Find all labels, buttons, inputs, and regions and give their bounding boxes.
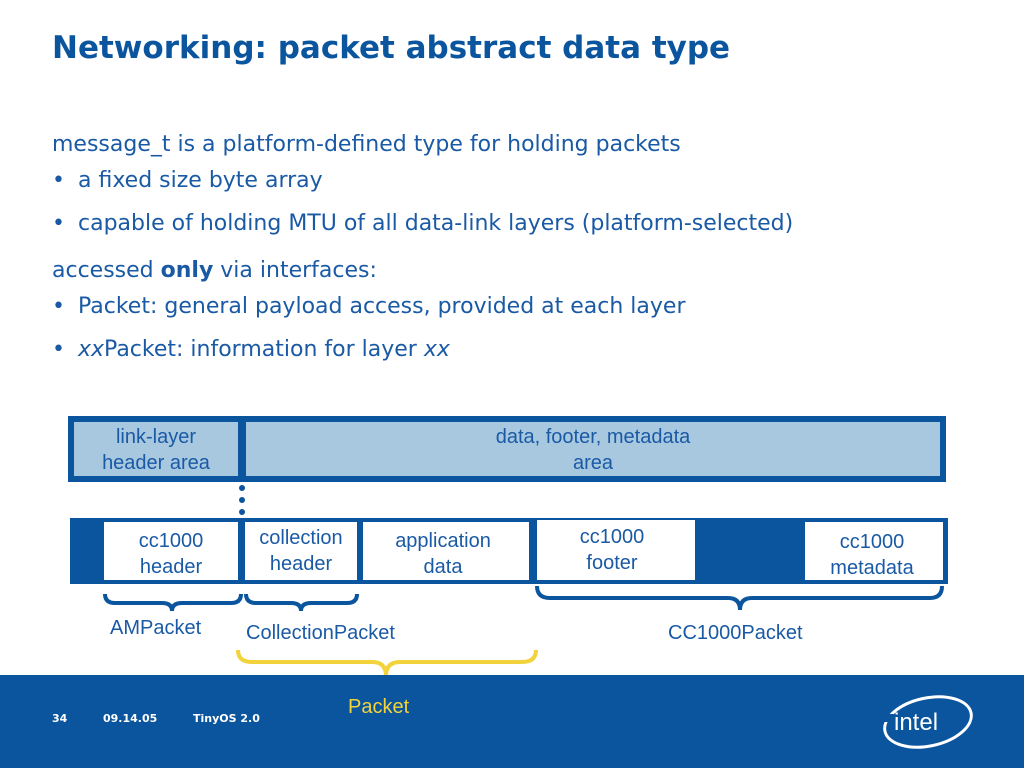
am-packet-label: AMPacket (110, 617, 202, 639)
bullet-italic-prefix: xx (78, 337, 105, 362)
label-line: collection (259, 527, 343, 549)
label-line: data (423, 556, 463, 578)
bullet-item: • a fixed size byte array (52, 166, 992, 196)
label-line: area (572, 452, 614, 474)
access-line-pre: accessed (52, 258, 161, 283)
label-line: footer (586, 552, 638, 574)
footer-date: 09.14.05 (103, 712, 158, 725)
collection-brace (244, 593, 359, 612)
access-line: accessed only via interfaces: (52, 256, 992, 286)
bullet-dot: • (52, 337, 65, 362)
bullet-text: Packet: information for layer (104, 337, 424, 362)
bullet-list-1: • a fixed size byte array • capable of hol… (52, 166, 992, 239)
intel-logo-text: intel (894, 709, 938, 736)
cc1000-footer-label: cc1000 footer (537, 524, 687, 576)
intel-logo-swoosh (883, 695, 973, 749)
cc1000-brace (535, 585, 944, 611)
label-line: header (139, 556, 203, 578)
access-line-bold: only (160, 258, 214, 283)
bullet-text: a fixed size byte array (78, 168, 323, 193)
label-line: application (395, 530, 491, 552)
bullet-text: capable of holding MTU of all data-link … (78, 211, 794, 236)
packet-label: Packet (348, 696, 410, 718)
collection-packet-label: CollectionPacket (246, 622, 395, 644)
slide-title: Networking: packet abstract data type (52, 30, 731, 66)
dot-3 (239, 509, 245, 515)
access-line-post: via interfaces: (213, 258, 377, 283)
bullet-dot: • (52, 211, 65, 236)
bullet-text: Packet: general payload access, provided… (78, 294, 686, 319)
label-line: metadata (830, 557, 914, 579)
dot-2 (239, 497, 245, 503)
footer-title: TinyOS 2.0 (193, 712, 260, 725)
cc1000-metadata-label: cc1000 metadata (805, 529, 939, 581)
label-line: link-layer (115, 426, 197, 448)
data-area-label: data, footer, metadata area (246, 424, 940, 476)
bullet-item: • Packet: general payload access, provide… (52, 292, 992, 322)
am-brace (103, 593, 243, 612)
label-line: cc1000 (839, 531, 905, 553)
bullet-dot: • (52, 294, 65, 319)
page-number: 34 (52, 712, 68, 725)
label-line: data, footer, metadata (495, 426, 691, 448)
cc1000-packet-label: CC1000Packet (668, 622, 803, 644)
bullet-list-2: • Packet: general payload access, provide… (52, 292, 992, 365)
bullet-italic-suffix: xx (423, 337, 450, 362)
application-data-label: application data (363, 528, 523, 580)
packet-brace (236, 649, 538, 677)
slide-body: message_t is a platform-defined type for… (52, 130, 992, 378)
bullet-dot: • (52, 168, 65, 193)
bullet-item: • xxPacket: information for layer xx (52, 335, 992, 365)
label-line: header (269, 553, 333, 575)
label-line: cc1000 (579, 526, 645, 548)
label-line: header area (102, 452, 210, 474)
intro-line: message_t is a platform-defined type for… (52, 132, 681, 157)
dot-1 (239, 485, 245, 491)
bullet-item: • capable of holding MTU of all data-link… (52, 209, 992, 239)
intel-logo: intel (880, 695, 973, 749)
cc1000-header-label: cc1000 header (104, 528, 238, 580)
collection-header-label: collection header (245, 525, 357, 577)
link-layer-label: link-layer header area (74, 424, 238, 476)
footer-bar (0, 675, 1024, 768)
label-line: cc1000 (138, 530, 204, 552)
